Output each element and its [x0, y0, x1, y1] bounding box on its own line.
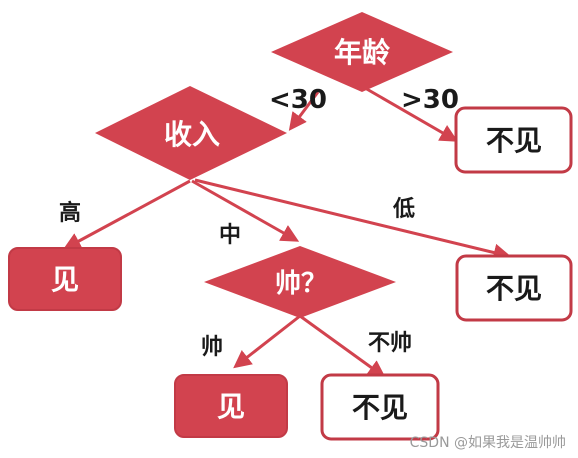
decision-income-label: 收入: [164, 118, 220, 151]
decision-income-diamond: [95, 86, 287, 180]
edge-label-handsome-yes: 帅: [201, 335, 223, 360]
leaf-no-meet-low: [455, 254, 573, 322]
leaf-meet-high: [8, 247, 122, 311]
leaf-meet-handsome-label: 见: [217, 390, 245, 423]
watermark: CSDN @如果我是温帅帅: [409, 435, 566, 451]
edge-label-lt30: <30: [269, 85, 327, 115]
leaf-no-meet-age: [454, 106, 573, 174]
edge-label-mid: 中: [219, 223, 241, 248]
leaf-no-meet-low-label: 不见: [486, 272, 542, 305]
decision-age-diamond: [271, 12, 453, 92]
decision-age-label: 年龄: [334, 36, 391, 69]
edge-age-to-no-meet: [364, 86, 459, 142]
edge-handsome-to-no-meet: [299, 314, 386, 379]
leaf-no-meet-age-label: 不见: [486, 124, 542, 157]
leaf-no-meet-not-handsome-label: 不见: [352, 391, 408, 424]
leaf-no-meet-not-handsome: [320, 373, 440, 441]
edge-label-handsome-no: 不帅: [368, 331, 412, 356]
edge-handsome-to-meet: [233, 314, 301, 369]
edge-income-to-handsome: [191, 179, 300, 242]
edge-label-low: 低: [392, 197, 415, 222]
edge-income-to-no-meet: [194, 178, 512, 262]
leaf-meet-handsome: [174, 374, 288, 438]
edge-age-to-income: [288, 91, 320, 131]
decision-handsome-label: 帅？: [275, 269, 327, 299]
edge-label-gt30: >30: [401, 85, 459, 115]
leaf-meet-high-label: 见: [51, 263, 79, 296]
decision-handsome-diamond: [204, 246, 396, 318]
edge-income-to-meet: [62, 179, 191, 250]
edge-label-high: 高: [59, 200, 81, 226]
